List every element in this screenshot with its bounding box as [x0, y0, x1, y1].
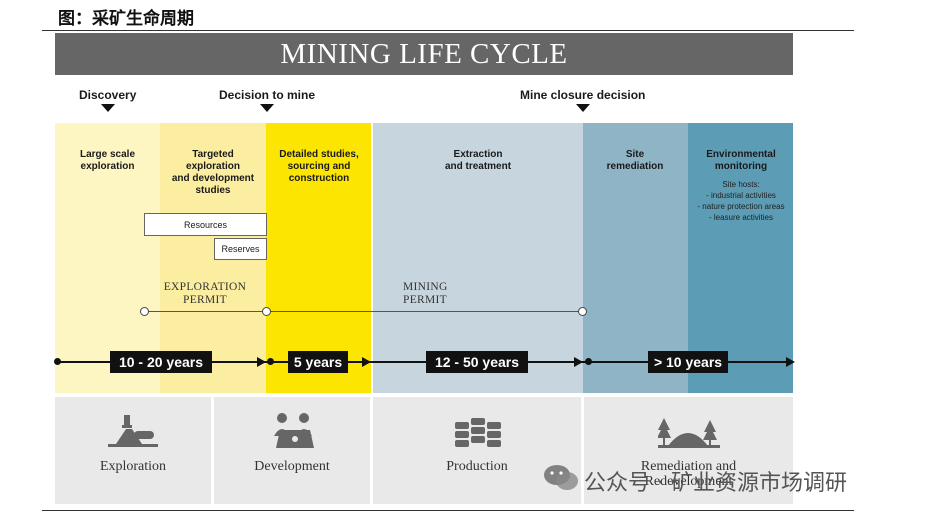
duration-remediation: > 10 years [648, 351, 728, 373]
permit-mid-circle [262, 307, 271, 316]
timeline-closure-dot [585, 358, 592, 365]
phase-large-scale-exploration [55, 123, 160, 393]
resources-label: Resources [183, 219, 228, 230]
env-note: Site hosts: - industrial activities - na… [697, 180, 785, 222]
title-banner: MINING LIFE CYCLE [55, 33, 793, 75]
duration-exploration: 10 - 20 years [110, 351, 212, 373]
bottom-rule [42, 510, 854, 511]
exploration-permit-label: EXPLORATION PERMIT [163, 281, 247, 306]
production-icon [455, 418, 501, 447]
stage-exploration [55, 397, 211, 504]
wechat-icon [544, 465, 578, 490]
phase-title-site: Site remediation [606, 149, 664, 172]
remediation-icon [658, 418, 720, 448]
discovery-marker-icon [101, 104, 115, 112]
phase-environmental-monitoring [688, 123, 793, 393]
top-rule [42, 30, 854, 31]
banner-title: MINING LIFE CYCLE [280, 37, 568, 70]
phase-title-large: Large scale exploration [79, 149, 136, 172]
timeline-decision-dot [267, 358, 274, 365]
resources-box: Resources [144, 213, 267, 236]
timeline-axis [58, 361, 786, 363]
reserves-label: Reserves [221, 244, 260, 254]
stage-label-remediation: Remediation and Redevelopment [640, 459, 737, 489]
phase-title-environmental: Environmental monitoring [706, 149, 776, 172]
permit-start-circle [140, 307, 149, 316]
stage-label-production: Production [446, 459, 508, 474]
stage-label-development: Development [254, 459, 330, 474]
stage-remediation [584, 397, 793, 504]
mining-permit-label: MINING PERMIT [403, 281, 448, 306]
phase-title-extraction: Extraction and treatment [444, 149, 512, 172]
closure-marker-icon [576, 104, 590, 112]
permit-line [144, 311, 583, 312]
phase-site-remediation [583, 123, 688, 393]
timeline-start-dot [54, 358, 61, 365]
decision-marker-icon [260, 104, 274, 112]
phase-extraction [373, 123, 583, 393]
arrow-icon [257, 357, 266, 367]
phase-title-targeted: Targeted exploration and development stu… [171, 149, 255, 196]
exploration-icon [108, 415, 158, 447]
permit-end-circle [578, 307, 587, 316]
figure-caption: 图：采矿生命周期 [58, 9, 194, 29]
watermark-text: 公众号 · 矿业资源市场调研 [584, 471, 847, 496]
arrow-end-icon [786, 357, 795, 367]
arrow-icon [362, 357, 371, 367]
stage-production [373, 397, 581, 504]
milestone-closure: Mine closure decision [520, 88, 646, 102]
duration-development: 5 years [288, 351, 348, 373]
phase-detailed-studies [266, 123, 371, 393]
duration-production: 12 - 50 years [426, 351, 528, 373]
milestone-discovery: Discovery [79, 88, 137, 102]
development-icon [274, 413, 314, 448]
milestone-decision: Decision to mine [219, 88, 316, 102]
arrow-icon [574, 357, 583, 367]
phase-title-detailed: Detailed studies, sourcing and construct… [279, 149, 359, 184]
stage-label-exploration: Exploration [99, 459, 167, 474]
stage-development [214, 397, 370, 504]
reserves-box: Reserves [214, 238, 267, 260]
